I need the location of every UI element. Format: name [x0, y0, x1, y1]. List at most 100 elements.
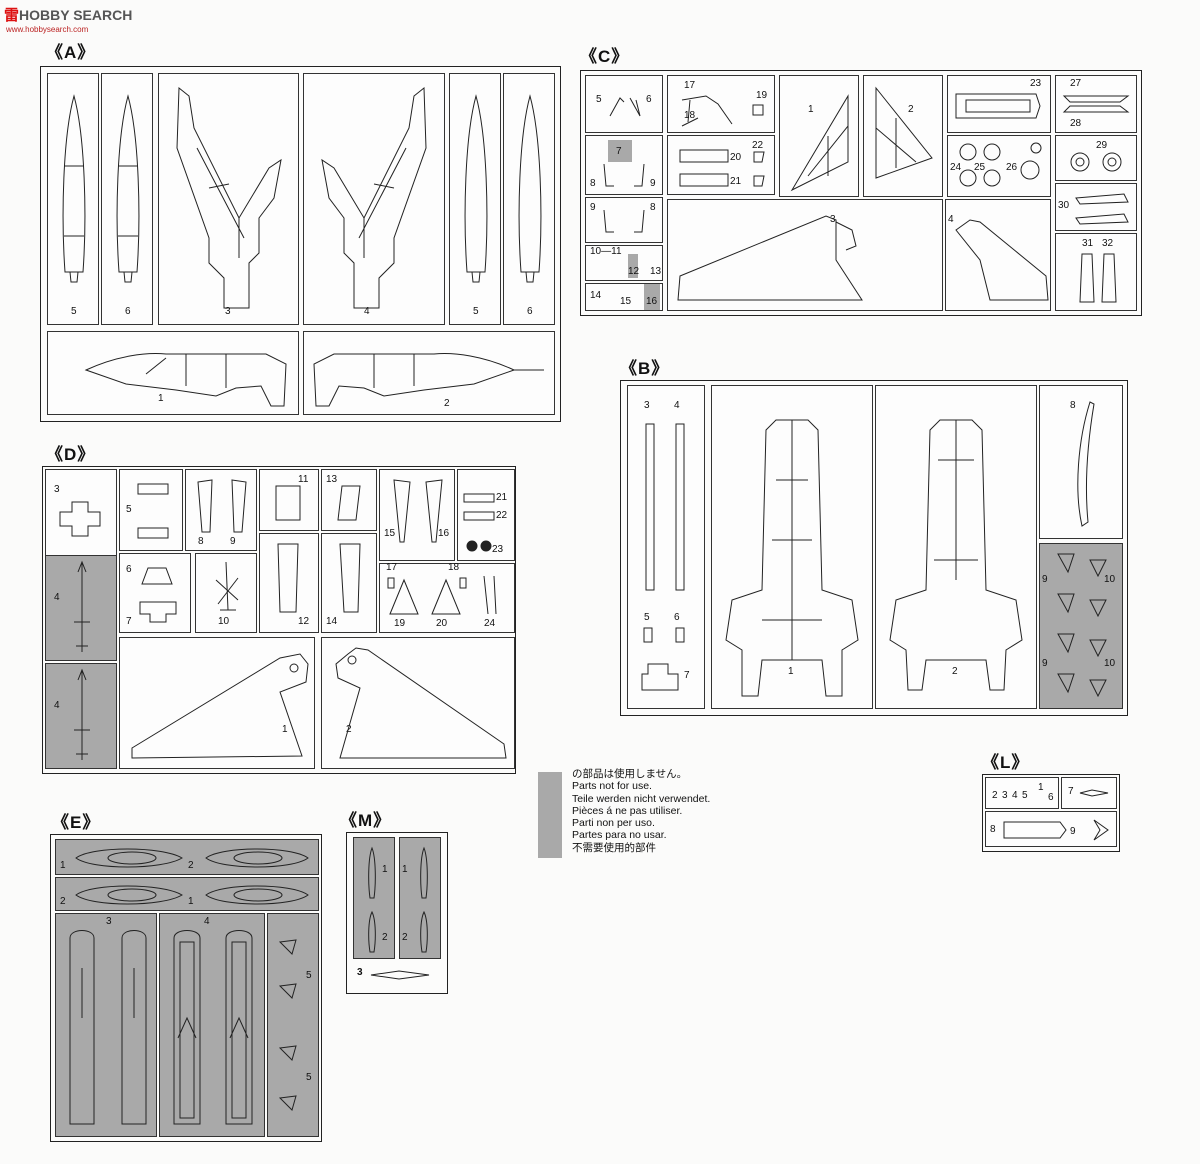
b-cell-3-7: 3 4 5 6 7 [627, 385, 705, 709]
part-number: 1 [60, 860, 66, 871]
part-number: 16 [438, 528, 450, 539]
part-number: 1 [808, 104, 814, 115]
part-number: 28 [1070, 118, 1082, 129]
sprue-a-frame: 5 6 3 4 5 6 1 2 [40, 66, 561, 422]
part-number: 11 [298, 474, 309, 485]
c-cell-5-6: 5 6 [585, 75, 663, 133]
part-number: 5 [306, 970, 312, 981]
part-number: 8 [990, 824, 996, 835]
part-number: 13 [326, 474, 338, 485]
part-number: 1 [788, 666, 794, 677]
part-number: 19 [756, 90, 768, 101]
part-number: 16 [646, 296, 658, 307]
d-cell-6-7: 6 7 [119, 553, 191, 633]
part-number: 9 [1042, 658, 1048, 669]
part-number: 2 [992, 790, 998, 801]
part-number: 6 [1048, 792, 1054, 803]
legend-line: Partes para no usar. [572, 829, 667, 842]
part-number: 1 [402, 864, 408, 875]
part-number: 3 [644, 400, 650, 411]
part-number: 29 [1096, 140, 1108, 151]
part-number: 27 [1070, 78, 1082, 89]
c-cell-23: 23 [947, 75, 1051, 133]
c-cell-27-28: 27 28 [1055, 75, 1137, 133]
part-number: 9 [1042, 574, 1048, 585]
part-number: 2 [346, 724, 352, 735]
d-cell-wing1: 1 [119, 637, 315, 769]
unused-parts-legend: の部品は使用しません。 Parts not for use. Teile wer… [572, 768, 710, 854]
part-number: 17 [386, 562, 398, 573]
a-cell-tank6: 6 [101, 73, 153, 325]
a-cell-body4: 4 [303, 73, 445, 325]
sprue-d-frame: 3 4 4 5 8 9 11 13 15 16 21 22 23 6 7 [42, 466, 516, 774]
c-cell-17-19: 17 18 19 [667, 75, 775, 133]
e-cell-5-unused: 5 5 [267, 913, 319, 1137]
d-cell-11: 11 [259, 469, 319, 531]
part-number: 18 [448, 562, 460, 573]
c-cell-wing2: 2 [863, 75, 943, 197]
part-number: 4 [204, 916, 210, 927]
part-number: 7 [1068, 786, 1074, 797]
part-number: 21 [496, 492, 508, 503]
d-cell-21-23: 21 22 23 [457, 469, 515, 561]
d-cell-8-9: 8 9 [185, 469, 257, 551]
legend-line: Teile werden nicht verwendet. [572, 792, 711, 805]
part-number: 6 [674, 612, 680, 623]
part-number: 3 [225, 306, 231, 317]
section-label-a: 《A》 [46, 43, 96, 62]
m-cell-left-unused: 1 2 [353, 837, 395, 959]
part-number: 18 [684, 110, 696, 121]
part-number: 4 [1012, 790, 1018, 801]
legend-line: Parti non per uso. [572, 817, 655, 830]
part-number: 31 [1082, 238, 1094, 249]
part-number: 9 [1070, 826, 1076, 837]
part-number: 9 [230, 536, 236, 547]
part-number: 5 [1022, 790, 1028, 801]
c-cell-31-32: 31 32 [1055, 233, 1137, 311]
part-number: 12 [628, 266, 640, 277]
d-cell-13: 13 [321, 469, 377, 531]
part-number: 3 [106, 916, 112, 927]
part-number: 8 [650, 202, 656, 213]
c-cell-30: 30 [1055, 183, 1137, 231]
sprue-e-frame: 1 2 2 1 3 4 5 5 [50, 834, 322, 1142]
b-cell-lower-fuselage1: 1 [711, 385, 873, 709]
part-number: 17 [684, 80, 696, 91]
part-number: 6 [125, 306, 131, 317]
part-number: 26 [1006, 162, 1018, 173]
part-number: 5 [126, 504, 132, 515]
part-number: 3 [830, 214, 836, 225]
d-cell-4b-unused: 4 [45, 663, 117, 769]
sprue-b-frame: 3 4 5 6 7 1 2 8 9 10 9 10 [620, 380, 1128, 716]
unused-parts-swatch [538, 772, 562, 858]
d-cell-4-unused: 4 [45, 555, 117, 661]
part-number: 2 [444, 398, 450, 409]
part-number: 6 [527, 306, 533, 317]
part-number: 13 [650, 266, 662, 277]
part-number: 32 [1102, 238, 1114, 249]
d-cell-5: 5 [119, 469, 183, 551]
part-number: 7 [616, 146, 622, 157]
section-label-l: 《L》 [982, 753, 1030, 772]
part-number: 10 [1104, 574, 1116, 585]
m-cell-right-unused: 1 2 [399, 837, 441, 959]
part-number: 5 [71, 306, 77, 317]
section-label-e: 《E》 [52, 813, 101, 832]
part-number: 4 [674, 400, 680, 411]
l-cell-7: 7 [1061, 777, 1117, 809]
c-cell-wing4: 4 [945, 199, 1051, 311]
unused-part-marker [628, 254, 638, 278]
part-number: 6 [646, 94, 652, 105]
d-cell-3: 3 [45, 469, 117, 557]
sprue-m-frame: 1 2 1 2 3 [346, 832, 448, 994]
part-number: 21 [730, 176, 742, 187]
e-cell-1-2-unused: 1 2 [55, 839, 319, 875]
c-cell-10-13: 10—11 12 13 [585, 245, 663, 281]
section-label-d: 《D》 [46, 445, 96, 464]
hobbysearch-url: www.hobbysearch.com [6, 25, 89, 34]
sprue-l-frame: 2 3 4 5 1 6 7 8 9 [982, 774, 1120, 852]
a-cell-tank6b: 6 [503, 73, 555, 325]
part-number: 3 [357, 967, 363, 978]
part-number: 8 [198, 536, 204, 547]
part-number: 4 [54, 700, 60, 711]
